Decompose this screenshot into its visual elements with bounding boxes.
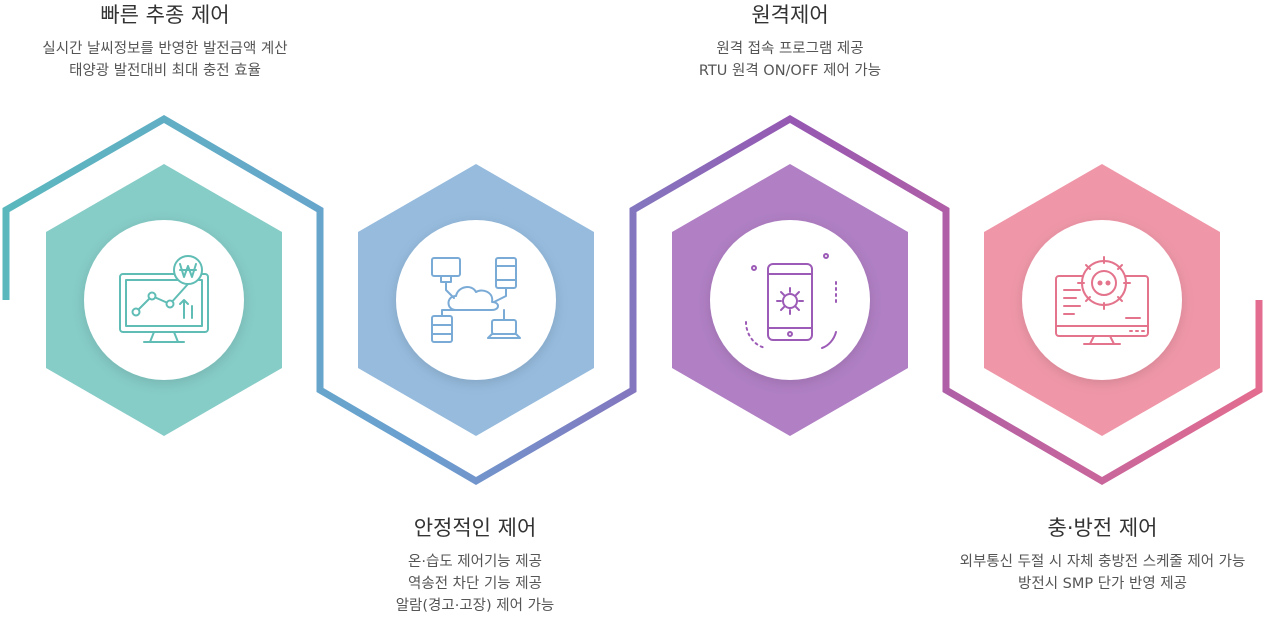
monitor-chart-won-icon	[119, 255, 209, 343]
icon-circle-3	[710, 220, 870, 380]
smartphone-gear-icon	[745, 253, 837, 349]
step-4-line-1: 외부통신 두절 시 자체 충방전 스케줄 제어 가능	[959, 554, 1246, 570]
monitor-gear-icon	[1055, 256, 1149, 345]
step-4-title: 충·방전 제어	[1047, 516, 1158, 540]
step-2-line-2: 역송전 차단 기능 제공	[408, 576, 542, 592]
icon-circle-1	[84, 220, 244, 380]
step-1-line-2: 태양광 발전대비 최대 충전 효율	[69, 63, 261, 79]
step-2-line-1: 온·습도 제어기능 제공	[408, 554, 542, 570]
step-4-text: 충·방전 제어 외부통신 두절 시 자체 충방전 스케줄 제어 가능 방전시 S…	[920, 515, 1279, 595]
step-2-text: 안정적인 제어 온·습도 제어기능 제공 역송전 차단 기능 제공 알람(경고·…	[350, 515, 600, 617]
step-3-line-2: RTU 원격 ON/OFF 제어 가능	[698, 63, 882, 79]
step-1-title: 빠른 추종 제어	[100, 3, 230, 27]
cloud-network-icon	[431, 257, 521, 343]
step-1-text: 빠른 추종 제어 실시간 날씨정보를 반영한 발전금액 계산 태양광 발전대비 …	[0, 2, 330, 82]
step-3-line-1: 원격 접속 프로그램 제공	[716, 41, 864, 57]
step-3-title: 원격제어	[751, 3, 829, 27]
step-2-line-3: 알람(경고·고장) 제어 가능	[395, 598, 555, 614]
step-3-text: 원격제어 원격 접속 프로그램 제공 RTU 원격 ON/OFF 제어 가능	[650, 2, 930, 82]
step-2-title: 안정적인 제어	[413, 516, 537, 540]
step-1-line-1: 실시간 날씨정보를 반영한 발전금액 계산	[42, 41, 288, 57]
step-4-line-2: 방전시 SMP 단가 반영 제공	[1018, 576, 1187, 592]
connector-line	[2, 114, 1263, 486]
